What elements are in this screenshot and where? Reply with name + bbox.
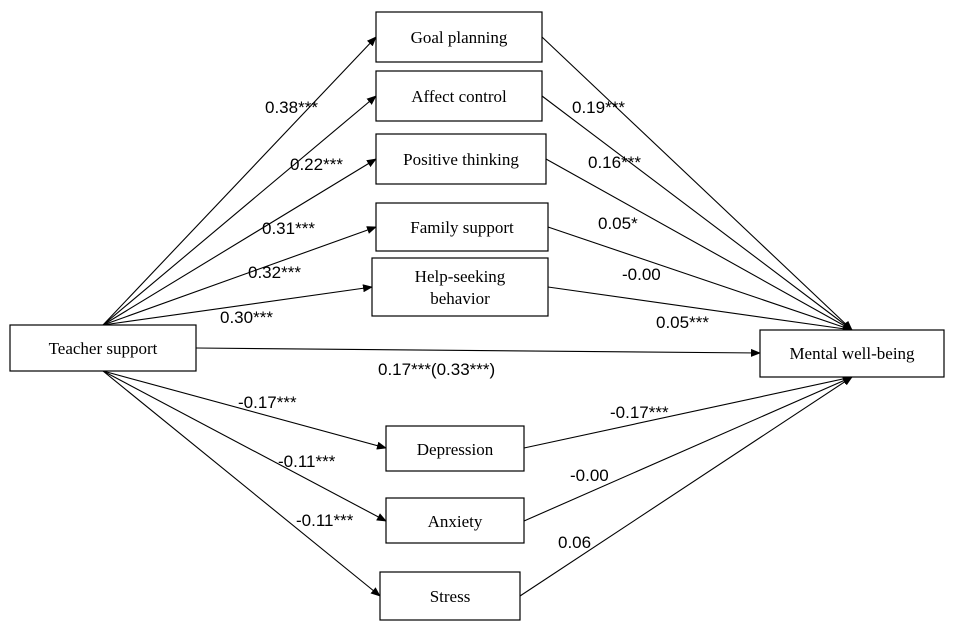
coef-b-affect: 0.16*** bbox=[588, 153, 641, 172]
node-positive-thinking: Positive thinking bbox=[375, 133, 547, 185]
node-stress: Stress bbox=[379, 571, 521, 621]
node-goal-planning: Goal planning bbox=[375, 11, 543, 63]
node-help-seeking-label-line2: behavior bbox=[430, 289, 490, 308]
coef-a-stress: -0.11*** bbox=[296, 511, 354, 530]
node-depression: Depression bbox=[385, 425, 525, 472]
node-positive-thinking-label: Positive thinking bbox=[403, 150, 519, 169]
node-stress-label: Stress bbox=[430, 587, 471, 606]
edge-family-wellbeing bbox=[547, 226, 853, 331]
coef-a-anxiety: -0.11*** bbox=[278, 452, 336, 471]
coef-b-positive: 0.05* bbox=[598, 214, 638, 233]
coef-direct: 0.17***(0.33***) bbox=[378, 360, 495, 379]
edge-depression-wellbeing bbox=[523, 374, 853, 449]
node-depression-label: Depression bbox=[417, 440, 494, 459]
coef-a-family: 0.32*** bbox=[248, 263, 301, 282]
edge-teacher-family bbox=[102, 226, 377, 326]
edge-teacher-stress bbox=[102, 370, 381, 597]
node-help-seeking: Help-seeking behavior bbox=[371, 257, 549, 317]
node-mental-wellbeing: Mental well-being bbox=[759, 329, 945, 378]
edge-teacher-wellbeing bbox=[195, 347, 761, 357]
edge-teacher-anxiety bbox=[102, 370, 387, 522]
edge-stress-wellbeing bbox=[519, 376, 853, 597]
node-teacher-support: Teacher support bbox=[9, 324, 197, 372]
edge-positive-wellbeing bbox=[545, 158, 853, 331]
coef-a-affect: 0.22*** bbox=[290, 155, 343, 174]
node-affect-control-label: Affect control bbox=[411, 87, 507, 106]
node-anxiety-label: Anxiety bbox=[428, 512, 483, 531]
edge-teacher-affect bbox=[102, 95, 377, 326]
edge-affect-wellbeing bbox=[541, 95, 853, 331]
coef-b-anxiety: -0.00 bbox=[570, 466, 609, 485]
node-anxiety: Anxiety bbox=[385, 497, 525, 544]
coef-a-help: 0.30*** bbox=[220, 308, 273, 327]
node-family-support-label: Family support bbox=[410, 218, 514, 237]
edge-goal-wellbeing bbox=[541, 36, 853, 331]
coef-a-depression: -0.17*** bbox=[238, 393, 297, 412]
coef-b-family: -0.00 bbox=[622, 265, 661, 284]
node-affect-control: Affect control bbox=[375, 70, 543, 122]
coef-a-positive: 0.31*** bbox=[262, 219, 315, 238]
coef-b-help: 0.05*** bbox=[656, 313, 709, 332]
edge-teacher-depression bbox=[102, 370, 387, 450]
edge-teacher-positive bbox=[102, 158, 377, 326]
coef-b-goal: 0.19*** bbox=[572, 98, 625, 117]
coef-b-stress: 0.06 bbox=[558, 533, 591, 552]
edge-help-wellbeing bbox=[547, 286, 853, 333]
edge-teacher-goal bbox=[102, 36, 377, 326]
node-help-seeking-label-line1: Help-seeking bbox=[415, 267, 506, 286]
edge-teacher-help bbox=[102, 284, 373, 326]
node-family-support: Family support bbox=[375, 202, 549, 252]
coef-a-goal: 0.38*** bbox=[265, 98, 318, 117]
node-teacher-support-label: Teacher support bbox=[49, 339, 158, 358]
node-goal-planning-label: Goal planning bbox=[411, 28, 508, 47]
edge-anxiety-wellbeing bbox=[523, 376, 853, 522]
coef-b-depression: -0.17*** bbox=[610, 403, 669, 422]
node-mental-wellbeing-label: Mental well-being bbox=[789, 344, 915, 363]
